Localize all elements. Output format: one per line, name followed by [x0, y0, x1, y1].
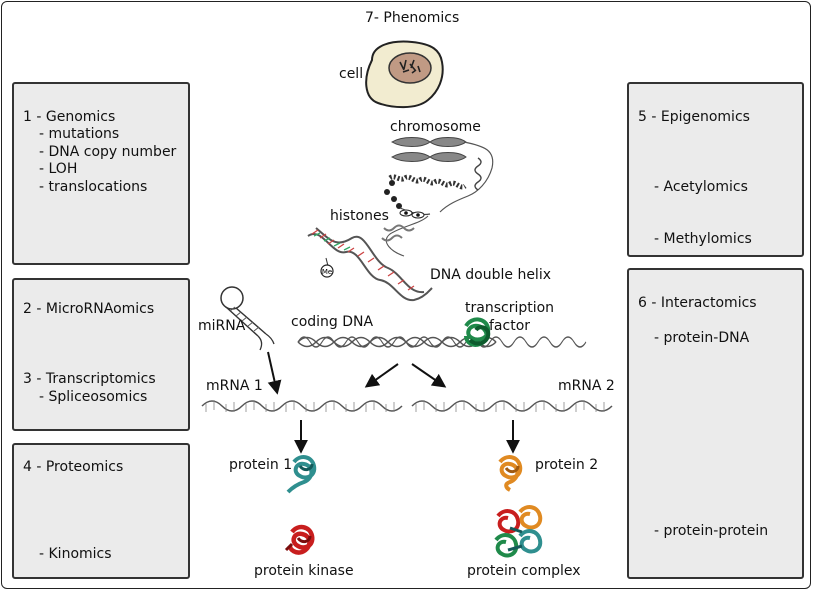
genomics-box: 1 - Genomics - mutations - DNA copy numb…: [12, 82, 190, 265]
protein2-label: protein 2: [535, 457, 599, 473]
diagram-title: 7- Phenomics: [365, 10, 460, 26]
protein-complex-icon: [494, 505, 543, 558]
coding-dna-icon: [297, 336, 497, 348]
protein1-icon: [286, 455, 317, 494]
transcriptomics-title: 3 - Transcriptomics: [23, 371, 156, 387]
arrow-to-mrna2: [411, 363, 447, 388]
interactomics-box: 6 - Interactomics - protein-DNA - protei…: [627, 268, 804, 579]
methyl-mark-label: Me: [322, 268, 332, 276]
epigenomics-item: - Acetylomics: [654, 179, 748, 195]
transcription-factor-label-line2: factor: [489, 318, 531, 334]
dna-double-helix-icon: Me: [307, 227, 433, 302]
mirna-icon: [220, 286, 275, 351]
protein2-icon: [498, 455, 523, 492]
mirna-label: miRNA: [198, 318, 246, 334]
interactomics-title: 6 - Interactomics: [638, 295, 757, 311]
spliceosomics-label: Spliceosomics: [48, 389, 148, 405]
cell-icon: [365, 40, 444, 109]
interactomics-item: - protein-protein: [654, 523, 769, 539]
genomics-title: 1 - Genomics: [23, 109, 116, 125]
transcription-factor-icon: [464, 317, 491, 347]
microrna-title: 2 - MicroRNAomics: [23, 301, 155, 317]
microrna-transcriptomics-box: 2 - MicroRNAomics 3 - Transcriptomics - …: [12, 278, 190, 431]
proteomics-item: - Kinomics: [39, 546, 112, 562]
genomics-item: - translocations: [39, 179, 148, 195]
epigenomics-box: 5 - Epigenomics - Acetylomics - Methylom…: [627, 82, 804, 257]
protein-complex-label: protein complex: [467, 563, 581, 579]
epigenomics-item: - Methylomics: [654, 231, 752, 247]
protein-kinase-label: protein kinase: [254, 563, 354, 579]
genomics-item: - DNA copy number: [39, 144, 177, 160]
protein1-label: protein 1: [229, 457, 293, 473]
arrow-to-mrna1: [364, 363, 399, 388]
dna-double-helix-label: DNA double helix: [430, 267, 551, 283]
arrow-mirna-to-mrna1: [267, 351, 282, 395]
proteomics-title: 4 - Proteomics: [23, 459, 124, 475]
mrna2-label: mRNA 2: [558, 378, 615, 394]
mrna1-label: mRNA 1: [206, 378, 263, 394]
epigenomics-title: 5 - Epigenomics: [638, 109, 750, 125]
mrna1-icon: [201, 400, 403, 412]
chromosome-icon: [391, 137, 494, 213]
transcriptomics-item: - Spliceosomics: [39, 389, 148, 405]
chromosome-label: chromosome: [390, 119, 481, 135]
histones-icon: [381, 174, 467, 257]
transcription-factor-label-line1: transcription: [465, 300, 555, 316]
histones-label: histones: [330, 208, 389, 224]
interactomics-item: - protein-DNA: [654, 330, 750, 346]
cell-label: cell: [339, 66, 364, 82]
proteomics-box: 4 - Proteomics - Kinomics: [12, 443, 190, 579]
protein-kinase-icon: [284, 524, 315, 555]
genomics-item: - LOH: [39, 161, 78, 177]
mrna2-icon: [411, 400, 613, 412]
coding-dna-label: coding DNA: [291, 314, 374, 330]
genomics-item: - mutations: [39, 126, 120, 142]
